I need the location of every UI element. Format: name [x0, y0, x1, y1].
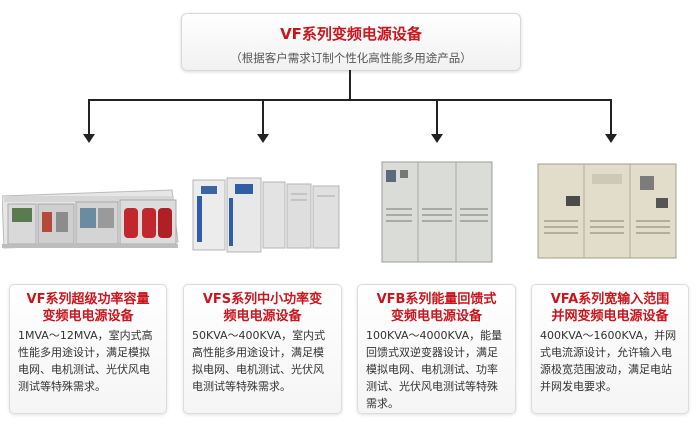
arrow-down-icon	[605, 134, 617, 143]
arrow-down-icon	[431, 134, 443, 143]
product-title-line1: VF系列超级功率容量	[26, 292, 150, 307]
product-title-line2: 变频电电源设备	[42, 309, 134, 324]
product-image-vfa	[537, 163, 677, 259]
header-box: VF系列变频电源设备 （根据客户需求订制个性化高性能多用途产品）	[181, 13, 521, 71]
product-card-vfa: VFA系列宽输入范围 并网变频电电源设备 400KVA～1600KVA，并网式电…	[531, 284, 689, 414]
product-description: 100KVA～4000KVA，能量回馈式双逆变器设计，满足模拟电网、电机测试、功…	[366, 329, 503, 410]
product-title-line2: 并网变频电电源设备	[551, 309, 669, 324]
product-title-line1: VFA系列宽输入范围	[550, 292, 670, 307]
product-title-line1: VFB系列能量回馈式	[376, 292, 497, 307]
product-title-line2: 频电电源设备	[223, 309, 302, 324]
product-image-vfb	[381, 161, 493, 263]
product-description: 400KVA～1600KVA，并网式电流源设计，允许输入电源极宽范围波动，满足电…	[540, 329, 677, 393]
product-card-vfs: VFS系列中小功率变 频电电源设备 50KVA～400KVA，室内式高性能多用途…	[183, 284, 342, 414]
product-image-vf	[2, 189, 179, 249]
product-title-line1: VFS系列中小功率变	[202, 292, 323, 307]
header-subtitle: （根据客户需求订制个性化高性能多用途产品）	[230, 51, 472, 65]
product-title-line2: 变频电电源设备	[390, 309, 482, 324]
connector-lines	[83, 70, 617, 143]
product-description: 1MVA～12MVA，室内式高性能多用途设计，满足模拟电网、电机测试、光伏风电测…	[18, 329, 153, 393]
header-title: VF系列变频电源设备	[280, 25, 422, 43]
arrow-down-icon	[83, 134, 95, 143]
product-image-vfs	[192, 177, 340, 253]
product-card-vf: VF系列超级功率容量 变频电电源设备 1MVA～12MVA，室内式高性能多用途设…	[9, 284, 167, 414]
product-card-vfb: VFB系列能量回馈式 变频电电源设备 100KVA～4000KVA，能量回馈式双…	[357, 284, 516, 414]
arrow-down-icon	[257, 134, 269, 143]
product-description: 50KVA～400KVA，室内式高性能多用途设计，满足模拟电网、电机测试、光伏风…	[192, 329, 326, 393]
